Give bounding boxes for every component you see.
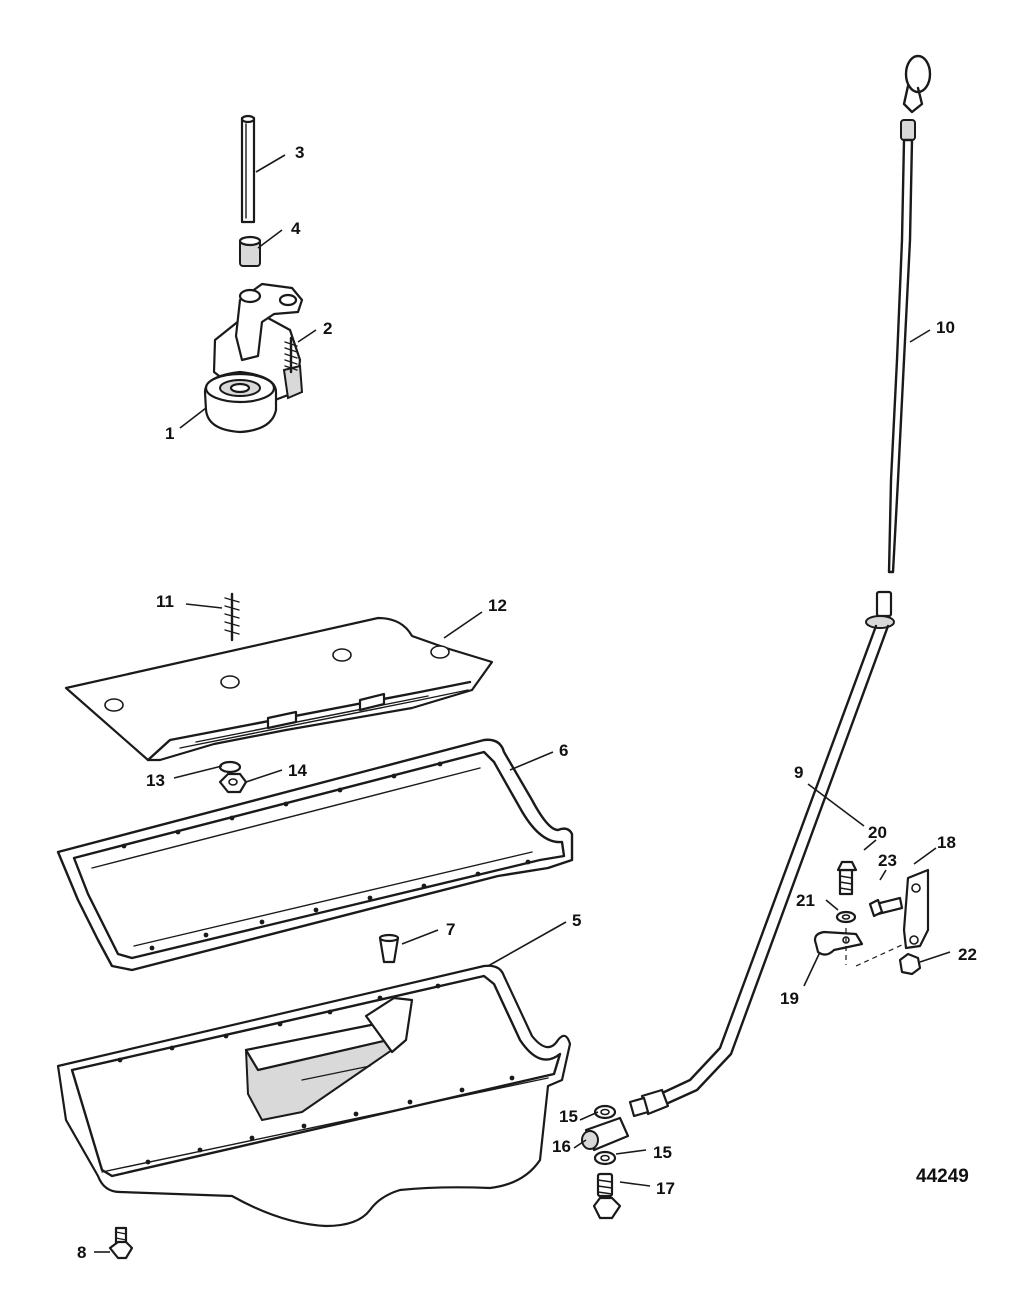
callout-16: 16: [552, 1137, 571, 1156]
callout-5: 5: [572, 911, 581, 930]
callout-20: 20: [868, 823, 887, 842]
callout-4: 4: [291, 219, 301, 238]
drain-fitting-assembly: [581, 1104, 630, 1220]
callout-15-upper: 15: [559, 1107, 578, 1126]
callout-12: 12: [488, 596, 507, 615]
callout-15-lower: 15: [653, 1143, 672, 1162]
figure-number: 44249: [916, 1166, 969, 1187]
callout-9: 9: [794, 763, 803, 782]
callout-21: 21: [796, 891, 815, 910]
shaft-coupling: [238, 235, 262, 267]
callout-11: 11: [156, 592, 174, 611]
tray-stud: [224, 592, 240, 642]
oil-pump-shaft: [240, 114, 256, 224]
tray-nut-washer: [218, 760, 248, 794]
callout-numbers: 3 4 2 1 10 11 12 13 14 6 9 20 18 23 21 5…: [77, 143, 977, 1262]
callout-14: 14: [288, 761, 307, 780]
callout-2: 2: [323, 319, 332, 338]
callout-3: 3: [295, 143, 304, 162]
dipstick: [887, 54, 932, 574]
leader-lines: [94, 154, 951, 1253]
dipstick-bracket-hardware: [813, 860, 930, 976]
callout-18: 18: [937, 833, 956, 852]
oil-pan-bolt: [108, 1226, 134, 1260]
oil-pan: [56, 964, 572, 1228]
dipstick-tube: [628, 590, 895, 1118]
callout-22: 22: [958, 945, 977, 964]
gasket-bolt-holes: [121, 761, 531, 951]
oil-pan-bolt-holes: [117, 983, 515, 1165]
callout-10: 10: [936, 318, 955, 337]
callout-7: 7: [446, 920, 455, 939]
windage-tray: [64, 616, 494, 762]
callout-23: 23: [878, 851, 897, 870]
callout-17: 17: [656, 1179, 675, 1198]
callout-19: 19: [780, 989, 799, 1008]
oil-pan-gasket: [56, 738, 574, 972]
callout-8: 8: [77, 1243, 86, 1262]
callout-6: 6: [559, 741, 568, 760]
callout-13: 13: [146, 771, 165, 790]
pump-mounting-stud: [284, 336, 298, 374]
oil-pump-assembly: [203, 282, 304, 434]
callout-1: 1: [165, 424, 174, 443]
drain-baffle-plug: [378, 933, 400, 964]
